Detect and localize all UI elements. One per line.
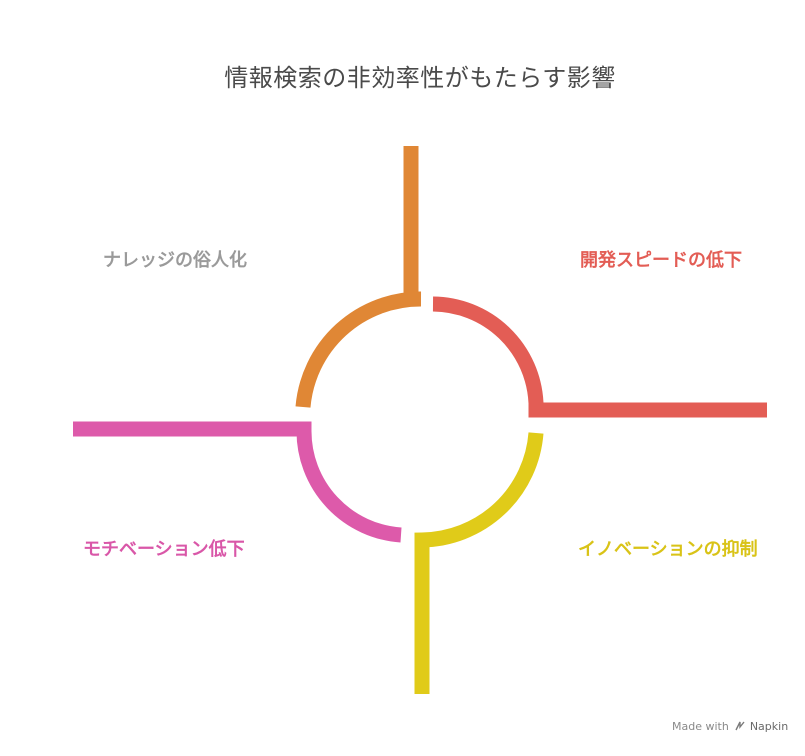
red-segment [432,296,767,418]
label-dev-speed-decline: 開発スピードの低下 [580,250,742,271]
diagram-title: 情報検索の非効率性がもたらす影響 [224,64,616,92]
made-with-napkin[interactable]: Made with Napkin [672,720,788,733]
pink-segment [73,421,402,543]
yellow-segment [414,432,544,694]
label-innovation-suppression: イノベーションの抑制 [578,539,758,560]
napkin-brand: Napkin [749,720,789,733]
orange-segment [295,146,422,408]
label-knowledge-silo: ナレッジの俗人化 [103,250,247,271]
napkin-logo-icon [735,721,745,731]
made-with-text: Made with [672,720,729,733]
label-motivation-decline: モチベーション低下 [83,539,245,560]
